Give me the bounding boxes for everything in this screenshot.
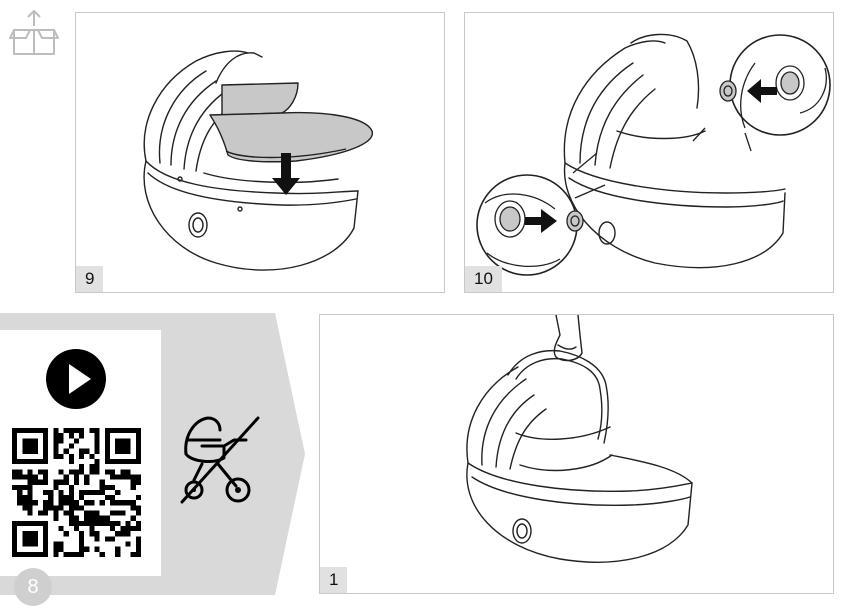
bassinet-carry-illustration	[466, 315, 693, 563]
step-panel-9: 9	[75, 12, 445, 293]
page-number-badge	[14, 568, 52, 606]
page-number: 8	[27, 576, 39, 598]
right-arrow	[525, 209, 557, 233]
play-button-icon[interactable]	[45, 348, 107, 410]
bassinet-attach-illustration	[476, 33, 831, 276]
bassinet-cover-illustration	[143, 50, 373, 271]
step-number-10: 10	[465, 266, 502, 292]
down-arrow	[272, 153, 300, 195]
left-arrow	[747, 79, 777, 103]
step-number-9: 9	[76, 266, 104, 292]
step-number-1: 1	[320, 567, 348, 593]
box-open-arrow-icon	[8, 8, 60, 58]
step-panel-10: 10	[464, 12, 834, 293]
step-panel-1: 1	[319, 314, 834, 594]
qr-code[interactable]	[12, 428, 141, 557]
stroller-crossed-out-icon	[180, 410, 260, 506]
video-qr-card	[0, 330, 161, 576]
